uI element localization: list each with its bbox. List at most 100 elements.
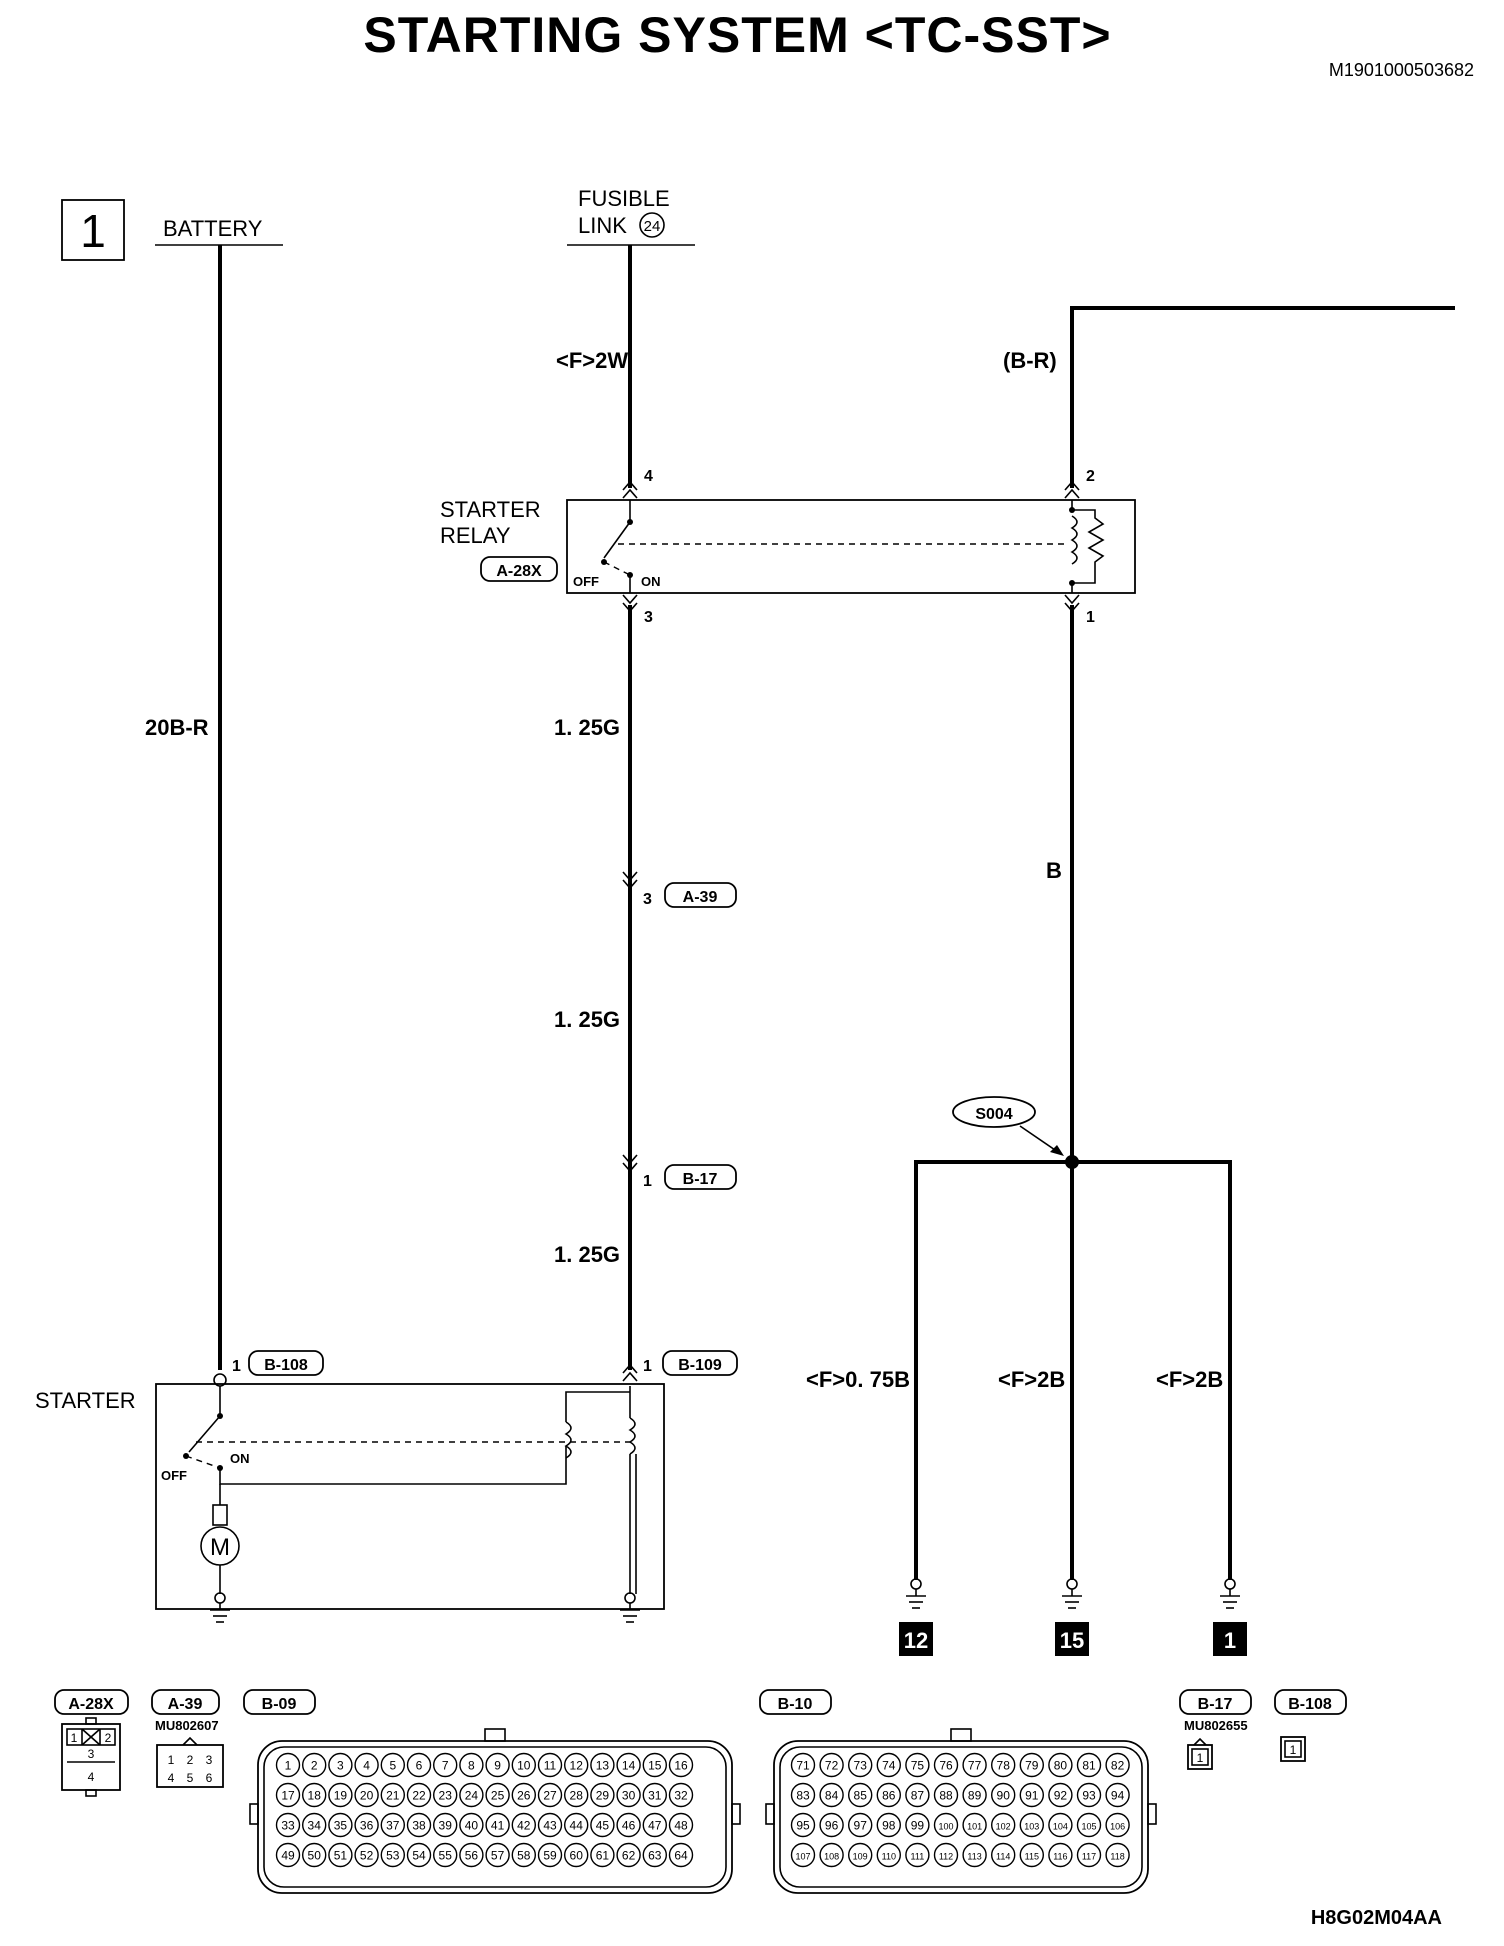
a28x-pin-3: 3 (88, 1747, 95, 1761)
pin-ring-40 (459, 1812, 484, 1838)
pin-number-39: 39 (439, 1819, 453, 1833)
pin-number-81: 81 (1082, 1759, 1096, 1773)
pin-ring-26 (511, 1782, 536, 1808)
pin-ring-25 (485, 1782, 510, 1808)
arrow-b17b (622, 1162, 638, 1173)
pin-number-15: 15 (648, 1759, 662, 1773)
pin-number-25: 25 (491, 1789, 505, 1803)
pin-number-106: 106 (1110, 1822, 1125, 1832)
wire-label-fusible: <F>2W (556, 348, 628, 373)
conn-a28x-face: 1 2 3 4 (61, 1717, 121, 1797)
pin-number-111: 111 (911, 1852, 925, 1862)
pin-ring-38 (406, 1812, 432, 1838)
pin-number-93: 93 (1082, 1789, 1096, 1803)
pin-ring-36 (354, 1812, 379, 1838)
pin-number-53: 53 (386, 1849, 400, 1863)
pin-number-9: 9 (494, 1759, 501, 1773)
conn-b17-badge (1179, 1689, 1252, 1715)
pin-number-18: 18 (308, 1789, 322, 1803)
pin-number-98: 98 (882, 1819, 896, 1833)
pin-ring-62 (616, 1842, 641, 1868)
arrow-relay-2 (1064, 480, 1080, 491)
pin-ring-94 (1105, 1782, 1130, 1808)
pin-number-7: 7 (442, 1759, 449, 1773)
pin-ring-6 (406, 1752, 432, 1778)
pin-ring-84 (819, 1782, 844, 1808)
pin-ring-20 (354, 1782, 379, 1808)
ground-badge-1 (899, 1622, 933, 1656)
pin-ring-23 (433, 1782, 458, 1808)
pin-number-116: 116 (1053, 1852, 1067, 1862)
pin-number-72: 72 (825, 1759, 839, 1773)
pin-ring-61 (590, 1842, 615, 1868)
pin-ring-39 (433, 1812, 458, 1838)
pin-number-47: 47 (648, 1819, 662, 1833)
pin-number-62: 62 (622, 1849, 636, 1863)
pin-ring-12 (564, 1752, 589, 1778)
pin-number-51: 51 (334, 1849, 348, 1863)
pin-ring-72 (819, 1752, 844, 1778)
pin-number-21: 21 (386, 1789, 400, 1803)
sheet-number: 1 (80, 205, 106, 257)
pin-ring-106 (1105, 1812, 1130, 1838)
starter-pull-coil (628, 1417, 636, 1455)
wire-label-g2: 1. 25G (554, 1007, 620, 1032)
pin-number-76: 76 (939, 1759, 953, 1773)
pin-ring-109 (848, 1842, 873, 1868)
motor-brush (212, 1504, 228, 1526)
pin-number-40: 40 (465, 1819, 479, 1833)
pin-ring-14 (616, 1752, 641, 1778)
relay-label-2: RELAY (440, 523, 511, 548)
ground-symbol-2 (1062, 1578, 1082, 1609)
pin-number-63: 63 (648, 1849, 662, 1863)
a39-pin: 3 (643, 891, 652, 908)
ground-badge-3 (1213, 1622, 1247, 1656)
pin-ring-51 (328, 1842, 353, 1868)
pin-ring-86 (876, 1782, 901, 1808)
pin-ring-115 (1019, 1842, 1045, 1868)
pin-number-86: 86 (882, 1789, 896, 1803)
fusible-number: 24 (644, 218, 661, 235)
pin-number-14: 14 (622, 1759, 636, 1773)
pin-number-101: 101 (967, 1822, 982, 1832)
pin-ring-79 (1019, 1752, 1045, 1778)
wire-label-relay-feed: (B-R) (1003, 348, 1057, 373)
pin-ring-114 (991, 1842, 1016, 1868)
pin-number-109: 109 (853, 1852, 868, 1862)
starter-coil-hold-wire (219, 1446, 567, 1485)
pin-number-61: 61 (596, 1849, 610, 1863)
pin-ring-28 (564, 1782, 589, 1808)
pin-number-84: 84 (825, 1789, 839, 1803)
pin-number-10: 10 (517, 1759, 531, 1773)
pin-number-58: 58 (517, 1849, 531, 1863)
wire-label-g3: 1. 25G (554, 1242, 620, 1267)
relay-switch-blade (603, 521, 631, 559)
a28x-pin-4: 4 (88, 1770, 95, 1784)
pin-number-29: 29 (596, 1789, 610, 1803)
arrow-a39 (622, 871, 638, 882)
conn-b17-part: MU802655 (1184, 1718, 1248, 1733)
pin-ring-103 (1019, 1812, 1045, 1838)
ground-symbol-1 (906, 1578, 926, 1609)
pin-number-96: 96 (825, 1819, 839, 1833)
pin-number-24: 24 (465, 1789, 479, 1803)
pin-ring-108 (819, 1842, 844, 1868)
pin-number-38: 38 (412, 1819, 426, 1833)
ground-badge-2 (1055, 1622, 1089, 1656)
conn-b17-face: 1 (1187, 1737, 1213, 1770)
pin-ring-90 (991, 1782, 1016, 1808)
splice-label: S004 (975, 1106, 1012, 1123)
pin-number-73: 73 (854, 1759, 868, 1773)
pin-number-54: 54 (412, 1849, 426, 1863)
pin-ring-31 (642, 1782, 667, 1808)
pin-number-104: 104 (1053, 1822, 1068, 1832)
ground-number-1: 12 (904, 1628, 928, 1653)
pin-ring-112 (933, 1842, 959, 1868)
pin-number-13: 13 (596, 1759, 610, 1773)
pin-number-83: 83 (796, 1789, 810, 1803)
wire-label-black: B (1046, 858, 1062, 883)
